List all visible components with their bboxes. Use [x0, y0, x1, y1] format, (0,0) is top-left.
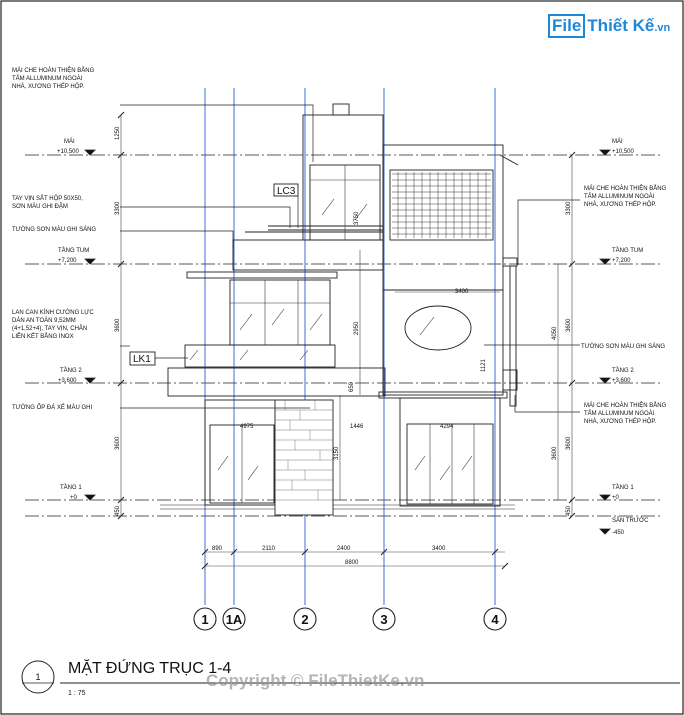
level-value-left-0: +10,500 — [57, 149, 80, 155]
note-roof-cover-3: NHÀ, XƯƠNG THÉP HỘP. — [12, 83, 85, 90]
building-left-block — [167, 103, 386, 516]
vertical-dim-labels: 1250 3300 3600 3600 450 3300 3600 3600 4… — [115, 126, 572, 516]
tag-lc3: LC3 — [277, 186, 296, 197]
level-name-left-0: MÁI — [64, 138, 75, 145]
dimension-ticks — [117, 111, 576, 570]
title-number: 1 — [35, 672, 40, 682]
watermark: Copyright © FileThietKe.vn — [206, 671, 425, 690]
breeze-block-pattern — [392, 172, 491, 238]
grid-bubbles — [193, 607, 507, 631]
note-wall-paint: TƯỜNG SƠN MÀU GHI SÁNG — [12, 226, 96, 233]
level-name-right-1: TẦNG TUM — [612, 247, 643, 254]
dim-bottom-3400: 3400 — [432, 546, 446, 552]
drawing-title: MẶT ĐỨNG TRỤC 1-4 — [68, 660, 232, 677]
tag-box-lk1 — [129, 351, 156, 366]
note-stone: TƯỜNG ỐP ĐÁ XẺ MÀU GHI — [12, 404, 93, 411]
note-glass-rail-1: LAN CAN KÍNH CƯỜNG LỰC — [12, 309, 94, 316]
level-name-right-2: TẦNG 2 — [612, 367, 634, 374]
note-right-roof-3: NHÀ, XƯƠNG THÉP HỘP. — [584, 201, 657, 208]
dim-inner-1446: 1446 — [350, 424, 364, 430]
level-name-left-3: TẦNG 1 — [60, 484, 82, 491]
dim-right-inner-4050: 4050 — [552, 326, 558, 340]
annotation-text: MÁI CHE HOÀN THIỆN BẰNG TẤM ALLUMINUM NG… — [12, 66, 667, 566]
dim-inner-3150: 3150 — [334, 446, 340, 460]
tag-box-lc3 — [273, 183, 299, 197]
dim-bottom-2400: 2400 — [337, 546, 351, 552]
level-value-right-2: +3,600 — [612, 378, 631, 384]
dim-left-3600b: 3600 — [115, 436, 121, 450]
level-name-right-3: TẦNG 1 — [612, 484, 634, 491]
dim-left-1250: 1250 — [115, 126, 121, 140]
dim-bottom-2110: 2110 — [262, 546, 276, 552]
note-right-roof-low-2: TẤM ALLUMINUM NGOÀI — [584, 410, 655, 417]
leader-lines — [120, 104, 580, 413]
dim-right-450: 450 — [566, 505, 572, 516]
level-name-left-2: TẦNG 2 — [60, 367, 82, 374]
level-markers — [84, 149, 611, 535]
dim-right-3300: 3300 — [566, 201, 572, 215]
level-value-left-1: +7,200 — [58, 258, 77, 264]
grid-label-4: 4 — [491, 612, 499, 627]
level-value-left-3: +0 — [70, 495, 78, 501]
stone-cladding-hatch — [275, 400, 333, 501]
dim-inner-650: 650 — [349, 381, 355, 392]
grid-label-3: 3 — [380, 612, 387, 627]
grid-labels: 1 1A 2 3 4 — [201, 612, 499, 627]
note-glass-rail-4: LIÊN KẾT BẰNG INOX — [12, 332, 74, 340]
grid-axes — [204, 88, 496, 605]
dim-left-3600a: 3600 — [115, 318, 121, 332]
note-handrail-2: SƠN MÀU GHI ĐẬM — [12, 203, 68, 210]
grid-label-1: 1 — [201, 612, 208, 627]
note-roof-cover-1: MÁI CHE HOÀN THIỆN BẰNG — [12, 66, 95, 74]
dim-inner-2950: 2950 — [354, 321, 360, 335]
dim-left-3300: 3300 — [115, 201, 121, 215]
brand-logo-text: Thiết Kế — [587, 16, 655, 35]
level-lines — [25, 154, 660, 517]
dim-inner-4975: 4975 — [240, 424, 254, 430]
level-value-right-4: -450 — [612, 530, 625, 536]
title-bubble — [21, 660, 55, 694]
grid-label-1a: 1A — [226, 612, 243, 627]
note-right-roof-low-3: NHÀ, XƯƠNG THÉP HỘP. — [584, 418, 657, 425]
note-roof-cover-2: TẤM ALLUMINUM NGOÀI — [12, 75, 83, 82]
dim-bottom-890: 890 — [212, 546, 223, 552]
note-glass-rail-3: (4+1,52+4), TAY VỊN, CHÂN — [12, 325, 87, 332]
dim-left-450: 450 — [115, 505, 121, 516]
dim-inner-4294: 4294 — [440, 424, 454, 430]
level-value-right-1: +7,200 — [612, 258, 631, 264]
brand-logo-box: File — [548, 14, 586, 38]
note-glass-rail-2: DÁN AN TOÀN 9,52MM — [12, 317, 76, 324]
dim-inner-3400: 3400 — [455, 289, 469, 295]
tag-lk1: LK1 — [133, 354, 151, 365]
dim-inner-3750: 3750 — [354, 211, 360, 225]
level-name-left-1: TẦNG TUM — [58, 247, 89, 254]
dimension-lines — [120, 115, 573, 567]
level-value-right-3: +0 — [612, 495, 620, 501]
building-right-block — [378, 144, 519, 507]
dim-right-3600a: 3600 — [566, 318, 572, 332]
note-handrail-1: TAY VỊN SẮT HỘP 50X50, — [12, 194, 83, 202]
level-name-right-4: SÂN TRƯỚC — [612, 517, 649, 524]
level-value-left-2: +3,600 — [58, 378, 77, 384]
window-glazing — [189, 165, 475, 504]
level-name-right-0: MÁI — [612, 138, 623, 145]
grid-label-2: 2 — [301, 612, 308, 627]
note-right-roof-2: TẤM ALLUMINUM NGOÀI — [584, 193, 655, 200]
drawing-scale: 1 : 75 — [68, 690, 86, 697]
note-right-wall-paint: TƯỜNG SƠN MÀU GHI SÁNG — [581, 343, 665, 350]
dim-right-3600b: 3600 — [566, 436, 572, 450]
dim-right-inner-3600: 3600 — [552, 446, 558, 460]
dim-total: 8800 — [345, 560, 359, 566]
brand-logo-suffix: .vn — [654, 22, 671, 34]
level-value-right-0: +10,500 — [612, 149, 635, 155]
note-right-roof-low-1: MÁI CHE HOÀN THIỆN BẰNG — [584, 401, 667, 409]
note-right-roof-1: MÁI CHE HOÀN THIỆN BẰNG — [584, 184, 667, 192]
dim-inner-1121: 1121 — [481, 358, 487, 372]
